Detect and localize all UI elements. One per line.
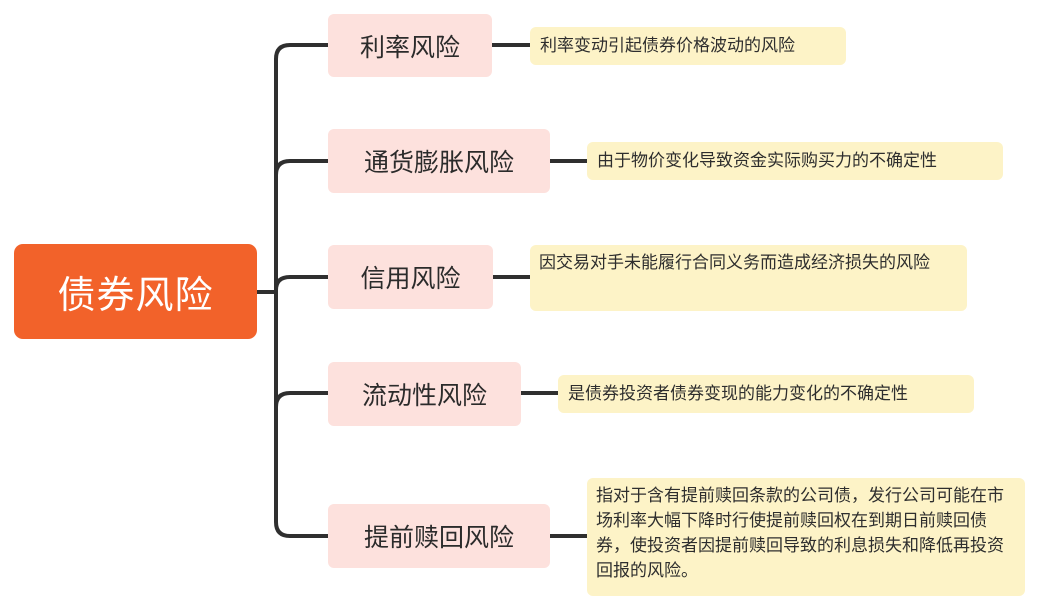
branch-inflation-risk[interactable]: 通货膨胀风险 <box>328 129 550 193</box>
root-node[interactable]: 债券风险 <box>14 244 257 339</box>
branch-credit-risk[interactable]: 信用风险 <box>328 245 493 309</box>
note-text: 因交易对手未能履行合同义务而造成经济损失的风险 <box>539 253 930 273</box>
branch-link-3 <box>274 275 328 291</box>
note-text: 利率变动引起债券价格波动的风险 <box>540 35 795 56</box>
note-credit-risk: 因交易对手未能履行合同义务而造成经济损失的风险 <box>530 245 967 311</box>
branch-label: 通货膨胀风险 <box>363 148 514 177</box>
branch-label: 流动性风险 <box>361 381 487 410</box>
branch-label: 信用风险 <box>360 264 461 293</box>
note-text: 是债券投资者债券变现的能力变化的不确定性 <box>568 383 908 404</box>
note-liquidity-risk: 是债券投资者债券变现的能力变化的不确定性 <box>558 375 974 413</box>
note-early-redemption-risk: 指对于含有提前赎回条款的公司债，发行公司可能在市场利率大幅下降时行使提前赎回权在… <box>587 478 1025 596</box>
trunk-line <box>274 43 330 538</box>
branch-link-2 <box>274 159 328 176</box>
note-inflation-risk: 由于物价变化导致资金实际购买力的不确定性 <box>587 142 1003 180</box>
note-text: 指对于含有提前赎回条款的公司债，发行公司可能在市场利率大幅下降时行使提前赎回权在… <box>596 486 1004 581</box>
branch-interest-rate-risk[interactable]: 利率风险 <box>328 14 492 77</box>
branch-liquidity-risk[interactable]: 流动性风险 <box>328 362 521 426</box>
note-interest-rate-risk: 利率变动引起债券价格波动的风险 <box>530 27 846 65</box>
branch-link-4 <box>274 391 328 408</box>
note-text: 由于物价变化导致资金实际购买力的不确定性 <box>597 150 937 171</box>
branch-label: 提前赎回风险 <box>363 523 514 552</box>
branch-label: 利率风险 <box>359 32 460 62</box>
root-label: 债券风险 <box>57 273 214 317</box>
branch-early-redemption-risk[interactable]: 提前赎回风险 <box>328 504 550 568</box>
